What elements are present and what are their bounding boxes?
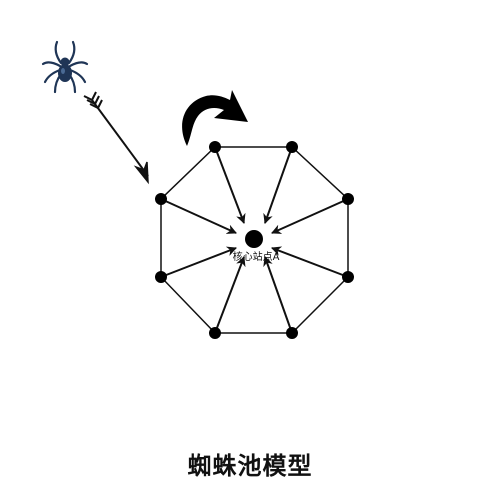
spoke-arrow	[271, 198, 349, 234]
spoke-arrow	[214, 146, 246, 224]
center-node-label: 核心站点A	[233, 250, 280, 263]
outer-node	[209, 327, 221, 339]
center-node	[245, 230, 263, 248]
outer-node	[342, 271, 354, 283]
outer-node	[209, 141, 221, 153]
spoke-arrow	[263, 256, 293, 334]
outer-node	[155, 193, 167, 205]
spoke-arrow	[263, 146, 293, 224]
outer-node	[286, 141, 298, 153]
diagram-caption: 蜘蛛池模型	[187, 452, 313, 480]
curved-arrow-icon	[182, 90, 248, 146]
spoke-arrow	[160, 246, 237, 278]
outer-node	[286, 327, 298, 339]
spider-icon	[41, 40, 89, 94]
spoke-arrow	[160, 198, 237, 234]
spoke-arrows	[160, 146, 349, 334]
spoke-arrow	[271, 246, 349, 278]
outer-node	[342, 193, 354, 205]
spoke-arrow	[214, 256, 246, 334]
outer-nodes	[155, 141, 354, 339]
outer-node	[155, 271, 167, 283]
feathered-arrow-icon	[83, 91, 149, 185]
